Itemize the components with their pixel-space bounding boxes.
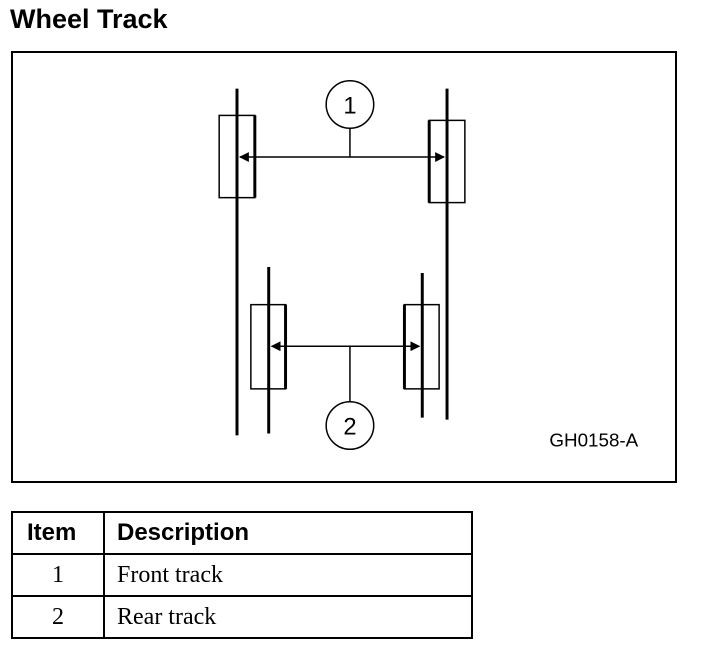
- callout-2: 2: [325, 400, 375, 451]
- legend-header-item: Item: [11, 511, 105, 555]
- table-row: 2 Rear track: [11, 595, 473, 639]
- legend-item-description: Front track: [103, 553, 473, 597]
- diagram-canvas: 1 2 GH0158-A: [218, 79, 639, 451]
- callout-2-number: 2: [343, 413, 356, 440]
- figure-code: GH0158-A: [549, 429, 638, 450]
- callout-1: 1: [325, 79, 375, 130]
- page-title: Wheel Track: [10, 4, 168, 34]
- wheel-track-diagram: 1 2 GH0158-A: [11, 51, 677, 483]
- callout-1-number: 1: [343, 92, 356, 119]
- legend-item-description: Rear track: [103, 595, 473, 639]
- legend-table: Item Description 1 Front track 2 Rear tr…: [11, 511, 473, 639]
- legend-item-number: 1: [11, 553, 105, 597]
- legend-header-description: Description: [103, 511, 473, 555]
- legend-header-row: Item Description: [11, 511, 473, 555]
- legend-item-number: 2: [11, 595, 105, 639]
- table-row: 1 Front track: [11, 553, 473, 597]
